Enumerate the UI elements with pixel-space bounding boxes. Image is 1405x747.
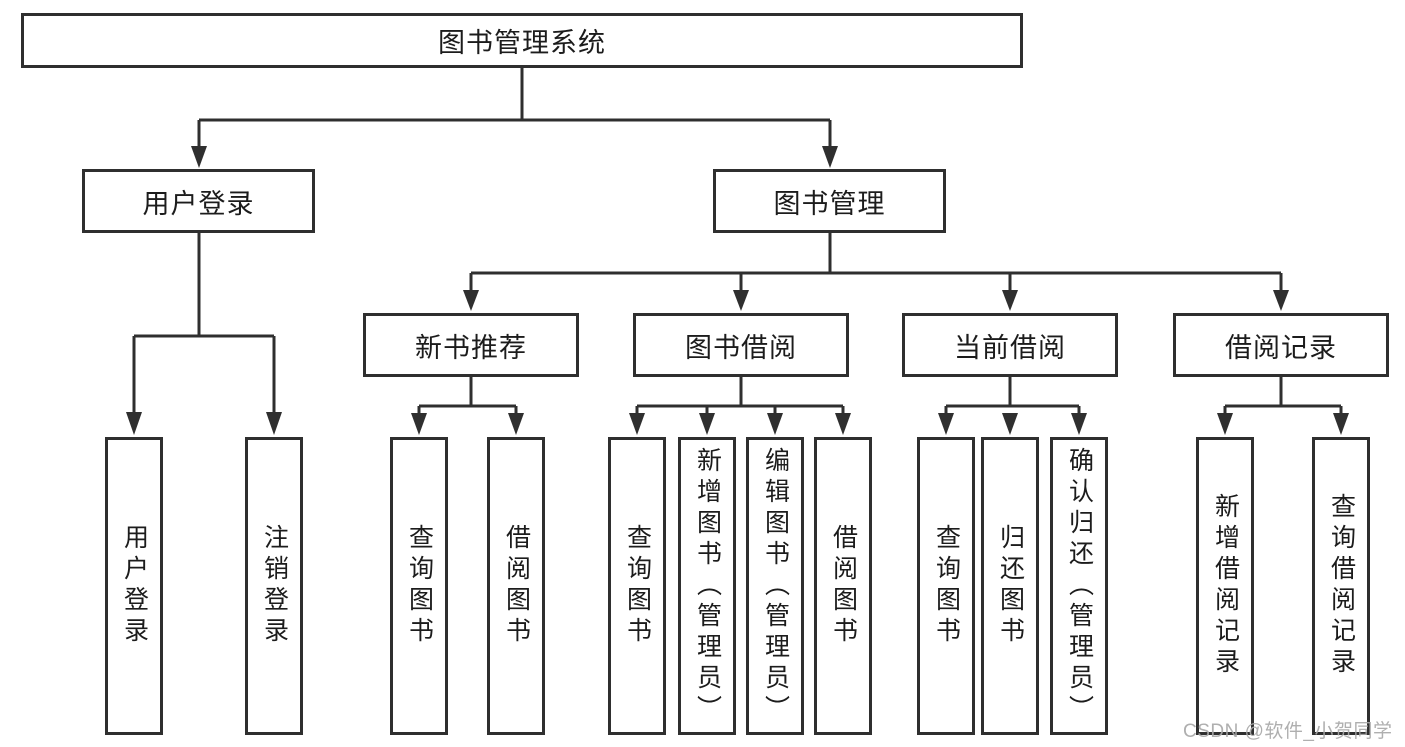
leaf-edit-books-admin: 编辑图书（管理员） [746,437,804,735]
leaf-label: 借阅图书 [502,524,531,648]
csdn-watermark: CSDN @软件_小贺同学 [1183,721,1393,742]
leaf-logout: 注销登录 [245,437,303,735]
node-user-login: 用户登录 [82,169,315,233]
leaf-label: 查询图书 [623,524,652,648]
leaf-query-books-recommend: 查询图书 [390,437,448,735]
leaf-label: 注销登录 [260,524,289,648]
node-book-management: 图书管理 [713,169,946,233]
leaf-borrow-books-recommend: 借阅图书 [487,437,545,735]
leaf-borrow-books: 借阅图书 [814,437,872,735]
leaf-label: 查询借阅记录 [1327,493,1356,679]
leaf-add-books-admin: 新增图书（管理员） [678,437,736,735]
leaf-query-borrow-record: 查询借阅记录 [1312,437,1370,735]
leaf-return-books: 归还图书 [981,437,1039,735]
node-current-borrowing: 当前借阅 [902,313,1118,377]
node-new-book-recommendation: 新书推荐 [363,313,579,377]
leaf-label: 新增借阅记录 [1211,493,1240,679]
leaf-user-login: 用户登录 [105,437,163,735]
node-book-borrowing: 图书借阅 [633,313,849,377]
leaf-add-borrow-record: 新增借阅记录 [1196,437,1254,735]
node-library-management-system: 图书管理系统 [21,13,1023,68]
node-borrowing-records: 借阅记录 [1173,313,1389,377]
leaf-query-books-borrow: 查询图书 [608,437,666,735]
leaf-label: 借阅图书 [829,524,858,648]
leaf-label: 查询图书 [932,524,961,648]
leaf-label: 归还图书 [996,524,1025,648]
leaf-confirm-return-admin: 确认归还（管理员） [1050,437,1108,735]
leaf-query-books-current: 查询图书 [917,437,975,735]
leaf-label: 新增图书（管理员） [693,446,722,726]
leaf-label: 确认归还（管理员） [1065,446,1094,726]
leaf-label: 查询图书 [405,524,434,648]
leaf-label: 用户登录 [120,524,149,648]
leaf-label: 编辑图书（管理员） [761,446,790,726]
